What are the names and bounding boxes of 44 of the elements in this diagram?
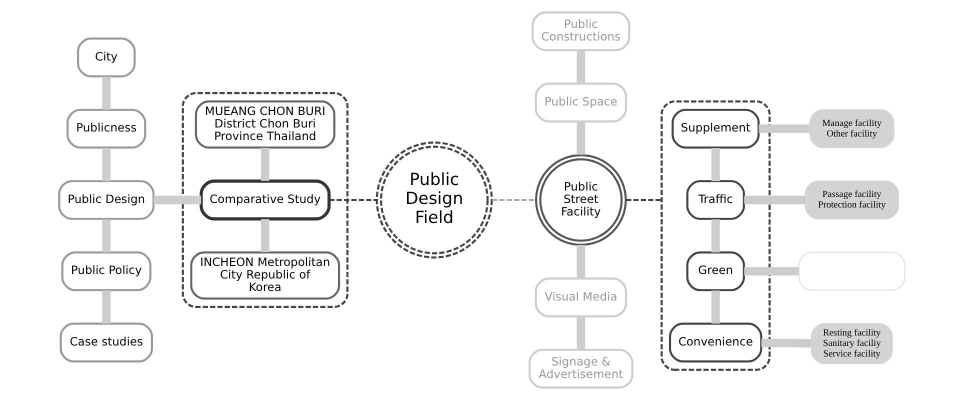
node-box: Resting facility Sanitary faciliy Service facility bbox=[811, 323, 893, 364]
connector bbox=[102, 290, 111, 324]
node-box: Case studies bbox=[60, 322, 153, 362]
connector bbox=[102, 148, 111, 182]
connector bbox=[576, 122, 586, 155]
connector bbox=[758, 124, 810, 133]
connector bbox=[492, 198, 536, 202]
connector bbox=[744, 196, 806, 204]
connector bbox=[260, 148, 270, 181]
connector bbox=[576, 245, 586, 278]
node-box bbox=[798, 252, 906, 291]
node-box: Public Design bbox=[58, 180, 155, 220]
node-box: Traffic bbox=[686, 180, 745, 220]
connector bbox=[576, 50, 586, 84]
node-box: INCHEON Metropolitan City Republic of Korea bbox=[190, 251, 340, 300]
node-box: Supplement bbox=[672, 108, 760, 149]
node-box: Publicness bbox=[66, 108, 146, 149]
node-circle: Public Design Field bbox=[376, 142, 493, 258]
node-box: Manage facility Other facility bbox=[809, 109, 894, 148]
node-box: Public Policy bbox=[61, 251, 152, 292]
node-box: Green bbox=[686, 251, 745, 292]
connector bbox=[154, 196, 202, 204]
connector bbox=[626, 198, 662, 202]
node-box: MUEANG CHON BURI District Chon Buri Province Thailand bbox=[194, 100, 336, 149]
node-box: Passage facility Protection facility bbox=[804, 180, 900, 220]
connector bbox=[744, 267, 799, 276]
cluster bbox=[182, 92, 348, 308]
connector bbox=[761, 338, 812, 348]
node-box: Convenience bbox=[668, 322, 762, 362]
connector bbox=[711, 290, 720, 324]
node-box: Visual Media bbox=[534, 278, 628, 318]
node-box: Comparative Study bbox=[200, 180, 331, 220]
cluster bbox=[660, 100, 771, 371]
connector bbox=[102, 219, 111, 252]
node-circle: Public Street Facility bbox=[535, 154, 627, 246]
connector bbox=[576, 316, 586, 350]
connector bbox=[102, 76, 111, 110]
connector bbox=[260, 219, 270, 252]
node-box: Public Space bbox=[534, 82, 628, 122]
connector bbox=[329, 198, 377, 202]
node-box: Signage & Advertisement bbox=[528, 348, 634, 389]
connector bbox=[711, 219, 720, 252]
node-box: City bbox=[77, 38, 136, 78]
node-box: Public Constructions bbox=[532, 11, 630, 52]
